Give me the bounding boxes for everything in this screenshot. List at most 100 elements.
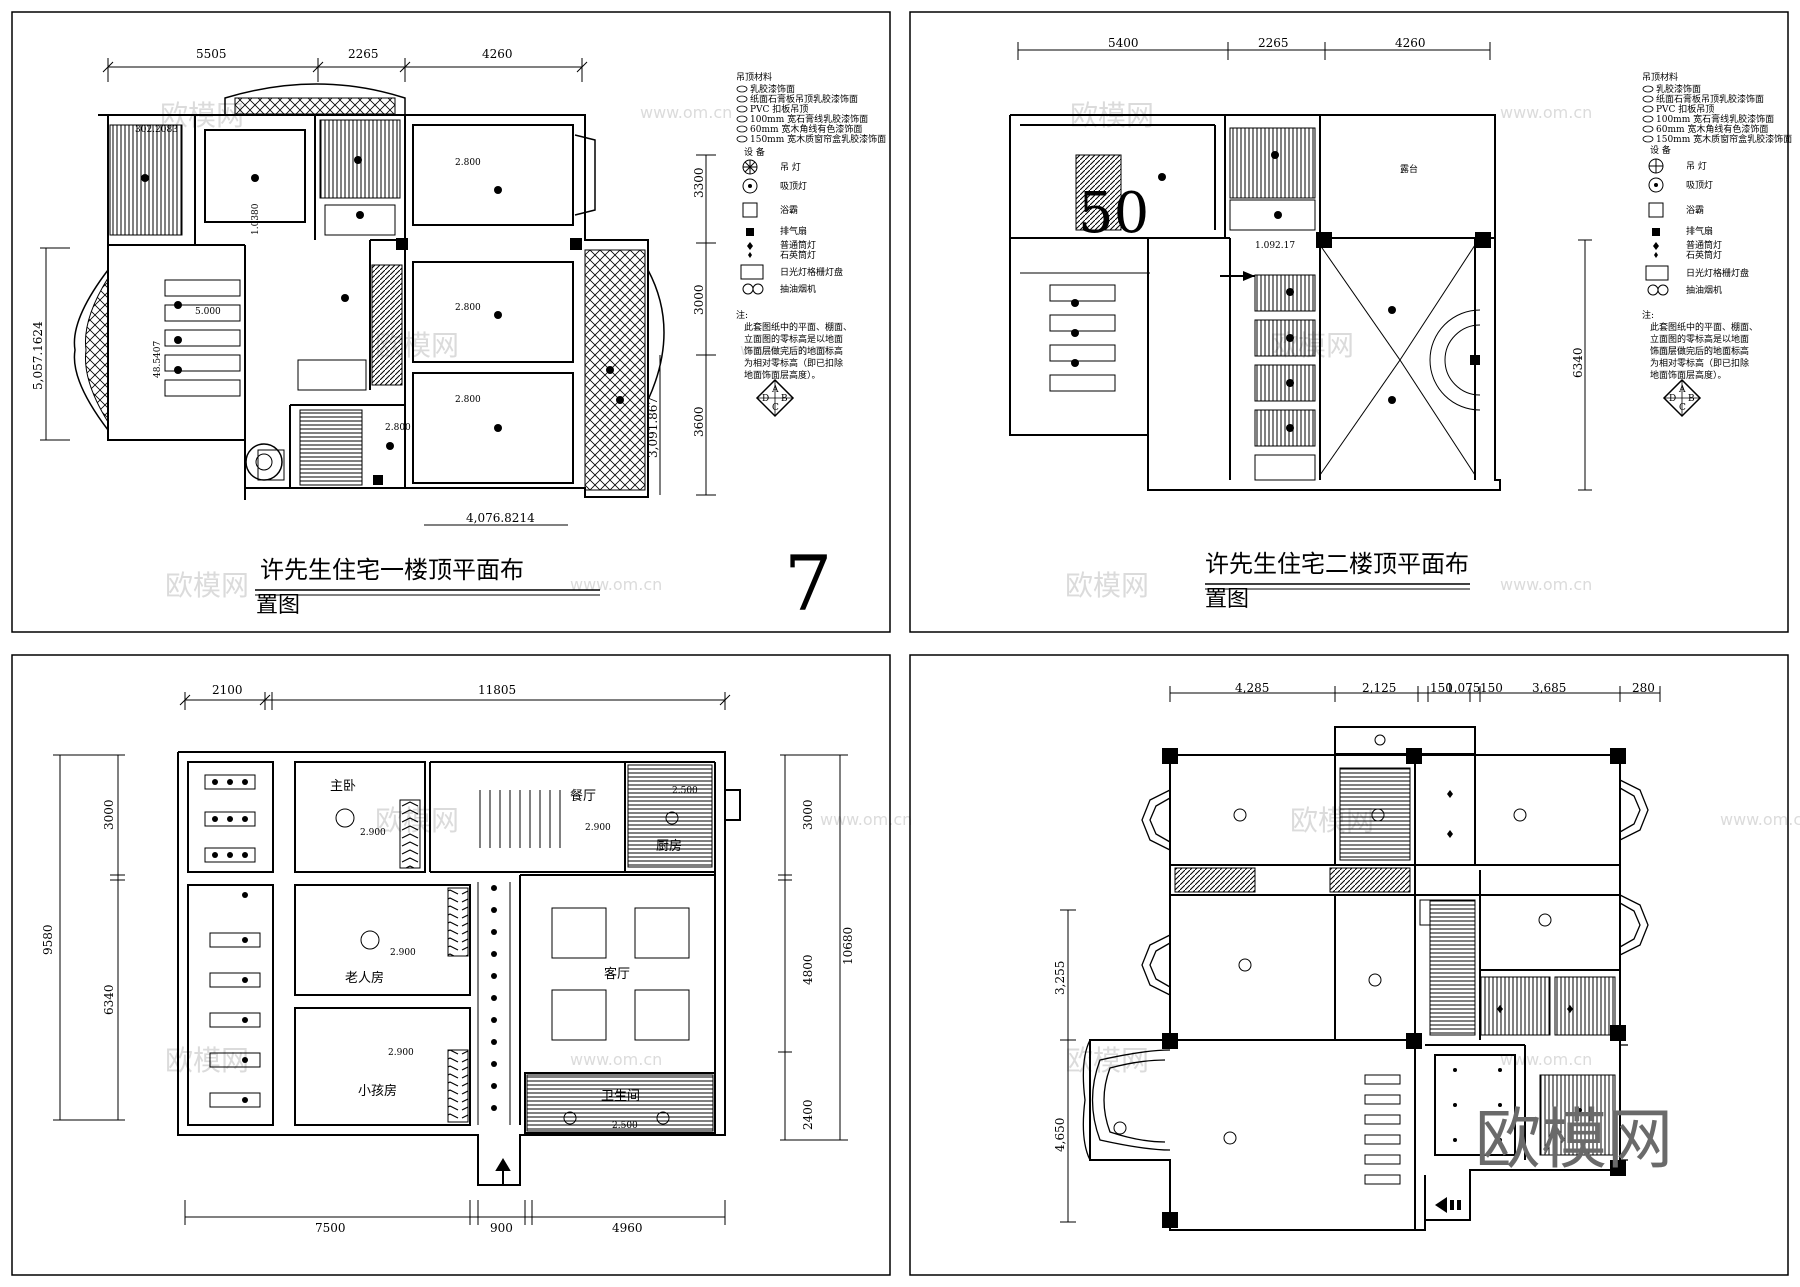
- legend-note-line: 此套图纸中的平面、棚面、: [1650, 321, 1758, 333]
- room-master-bedroom: 主卧: [330, 779, 356, 794]
- legend-material: PVC 扣板吊顶: [750, 103, 808, 115]
- level-label: 2.500: [612, 1121, 638, 1131]
- sheet-frames: [11, 11, 1789, 1276]
- level-label: 1.0380: [251, 203, 261, 235]
- legend-material: 100mm 宽石膏线乳胶漆饰面: [1656, 113, 1774, 125]
- legend-note-line: 立面图的零标高是以地面: [1650, 333, 1749, 345]
- dim-top-2: 11805: [478, 683, 516, 697]
- dim-left-1: 3000: [102, 799, 116, 830]
- sheet-number: 7: [784, 539, 832, 628]
- compass-icon: A B C D: [1662, 378, 1702, 418]
- level-label: 2.800: [455, 303, 481, 313]
- svg-text:C: C: [772, 403, 779, 413]
- level-label: 2.800: [455, 395, 481, 405]
- watermark-cn: 欧模网: [1065, 569, 1149, 602]
- big-number: 50: [1078, 181, 1149, 246]
- site-logo-text: 欧模网: [1475, 1101, 1673, 1178]
- entry-arrow-icon: [1435, 1197, 1461, 1213]
- watermark-cn: 欧模网: [1065, 1044, 1149, 1077]
- dim-top-2: 2265: [1258, 36, 1289, 50]
- dim-bottom-3: 4960: [612, 1221, 643, 1235]
- level-label: 302.2083: [135, 125, 178, 135]
- level-label: 1.092.17: [1255, 241, 1295, 251]
- dim-top-1: 4,285: [1235, 681, 1269, 695]
- ceiling-lamp-icon: [742, 178, 758, 194]
- room-child: 小孩房: [358, 1083, 397, 1099]
- legend-equipment: 吸顶灯: [1686, 180, 1713, 191]
- legend-heading: 吊顶材料: [736, 71, 772, 83]
- dim-top-2: 2265: [348, 47, 379, 61]
- legend-note-line: 地面饰面层高度）。: [1650, 369, 1727, 381]
- quartz-downlight-icon: [1654, 252, 1658, 258]
- legend-material: 乳胶漆饰面: [1656, 83, 1701, 95]
- legend-equipment: 石英筒灯: [1686, 249, 1722, 261]
- level-label: 5.000: [195, 307, 221, 317]
- legend-material: 150mm 宽木质窗帘盒乳胶漆饰面: [1656, 133, 1792, 145]
- dim-right: 6340: [1571, 347, 1585, 378]
- dim-right-extra: 3,091.867: [646, 397, 660, 458]
- legend-equipment-heading: 设 备: [1650, 144, 1671, 156]
- legend-material: 100mm 宽石膏线乳胶漆饰面: [750, 113, 868, 125]
- level-label: 2.900: [388, 1048, 414, 1058]
- dim-left: 5,057.1624: [31, 321, 45, 390]
- bath-heater-icon: [742, 202, 758, 218]
- legend-equipment: 日光灯格栅灯盘: [1686, 267, 1749, 279]
- legend-note-heading: 注:: [736, 309, 748, 321]
- svg-text:A: A: [771, 385, 779, 395]
- room-living: 客厅: [604, 966, 630, 982]
- room-label: 露台: [1400, 163, 1418, 175]
- watermark-url: www.om.cn: [570, 575, 662, 594]
- dim-top-2: 2,125: [1362, 681, 1396, 695]
- legend-material: 纸面石膏板吊顶乳胶漆饰面: [1656, 93, 1764, 105]
- sheet-frame-3: [11, 654, 891, 1276]
- dim-top-1: 2100: [212, 683, 243, 697]
- watermark-url: www.om.cn: [1650, 340, 1742, 359]
- dim-top-6: 3,685: [1532, 681, 1566, 695]
- watermark-url: www.om.cn: [570, 1050, 662, 1069]
- legend-sheet-2: 吊顶材料 乳胶漆饰面 纸面石膏板吊顶乳胶漆饰面 PVC 扣板吊顶 100mm 宽…: [1642, 71, 1792, 418]
- dim-top-1: 5400: [1108, 36, 1139, 50]
- svg-text:B: B: [781, 394, 788, 404]
- svg-text:A: A: [1678, 385, 1686, 395]
- sheet-1-title-line2: 置图: [256, 593, 300, 618]
- dim-left-1: 3,255: [1053, 961, 1067, 995]
- dim-top-5: 150: [1480, 681, 1503, 695]
- legend-material: 60mm 宽木角线有色漆饰面: [750, 123, 862, 135]
- downlight-icon: [1653, 242, 1659, 250]
- sheet-4-floor-plan: 4,285 2,125 150 1,075 150 3,685 280 3,25…: [1053, 681, 1673, 1231]
- legend-equipment: 浴霸: [780, 205, 798, 216]
- range-hood-icon: [1647, 284, 1659, 296]
- legend-material: 纸面石膏板吊顶乳胶漆饰面: [750, 93, 858, 105]
- dim-left-2: 6340: [102, 984, 116, 1015]
- legend-equipment: 排气扇: [1686, 225, 1713, 237]
- legend-equipment: 普通筒灯: [780, 239, 816, 251]
- exhaust-fan-icon: [746, 228, 754, 236]
- svg-text:C: C: [1679, 403, 1686, 413]
- sheet-1-first-floor-ceiling: 5505 2265 4260 3300 3000 3600 5,057.1624…: [31, 47, 886, 628]
- sheet-3-floor-plan: 2100 11805 9580 3000 6340 10680 3000 480…: [41, 683, 855, 1235]
- watermark-url: www.om.cn: [1500, 103, 1592, 122]
- room-dining: 餐厅: [570, 788, 596, 804]
- legend-material: 150mm 宽木质窗帘盒乳胶漆饰面: [750, 133, 886, 145]
- legend-material: PVC 扣板吊顶: [1656, 103, 1714, 115]
- sheet-2-second-floor-ceiling: 5400 2265 4260 6340: [1009, 36, 1792, 612]
- level-label: 2.800: [385, 423, 411, 433]
- watermark-url: www.om.cn: [820, 810, 912, 829]
- watermark-url: www.om.cn: [1500, 575, 1592, 594]
- bath-heater-icon: [1648, 202, 1664, 218]
- dim-right-2: 3000: [692, 284, 706, 315]
- legend-equipment: 吊 灯: [780, 162, 801, 173]
- level-label: 2.900: [390, 948, 416, 958]
- legend-note-line: 为相对零标高（即已扣除: [1650, 357, 1749, 369]
- dim-top-4: 1,075: [1446, 681, 1480, 695]
- dim-right-total: 10680: [841, 927, 855, 965]
- quartz-downlight-icon: [748, 252, 752, 258]
- ceiling-lamp-icon: [1648, 177, 1664, 193]
- room-bathroom: 卫生间: [601, 1089, 640, 1104]
- dim-right-1: 3000: [801, 799, 815, 830]
- grille-light-icon: [740, 264, 764, 280]
- legend-equipment: 普通筒灯: [1686, 239, 1722, 251]
- sheet-2-title-line2: 置图: [1205, 587, 1249, 612]
- watermark-url: www.om.cn: [740, 340, 832, 359]
